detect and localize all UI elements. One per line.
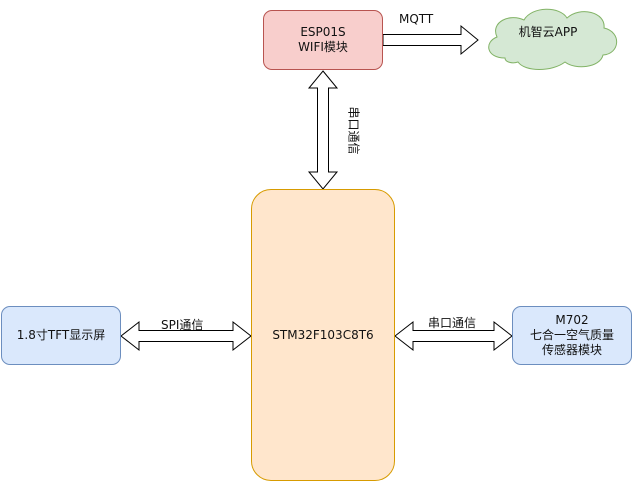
esp-title: ESP01S — [300, 25, 346, 39]
mcu-label: STM32F103C8T6 — [272, 327, 374, 342]
esp-mcu-serial-label: 串口通信 — [346, 106, 361, 155]
mqtt-label: MQTT — [399, 12, 434, 26]
tft-display-block: 1.8寸TFT显示屏 — [1, 306, 121, 365]
esp01s-wifi-module: ESP01S WIFI模块 — [263, 10, 383, 70]
tft-label: 1.8寸TFT显示屏 — [16, 328, 106, 342]
esp-mcu-arrow — [307, 70, 339, 190]
spi-label: SPI通信 — [161, 318, 204, 332]
cloud-shape — [488, 8, 618, 70]
m702-desc: 七合一空气质量 — [529, 328, 614, 342]
m702-type: 传感器模块 — [541, 343, 602, 357]
stm32-mcu-block: STM32F103C8T6 — [251, 189, 395, 481]
mcu-m702-serial-label: 串口通信 — [428, 316, 477, 330]
mqtt-arrow — [382, 24, 479, 56]
esp-subtitle: WIFI模块 — [298, 40, 348, 54]
m702-sensor-block: M702 七合一空气质量 传感器模块 — [512, 306, 632, 365]
m702-title: M702 — [555, 313, 589, 327]
cloud-app-label: 机智云APP — [518, 25, 578, 39]
